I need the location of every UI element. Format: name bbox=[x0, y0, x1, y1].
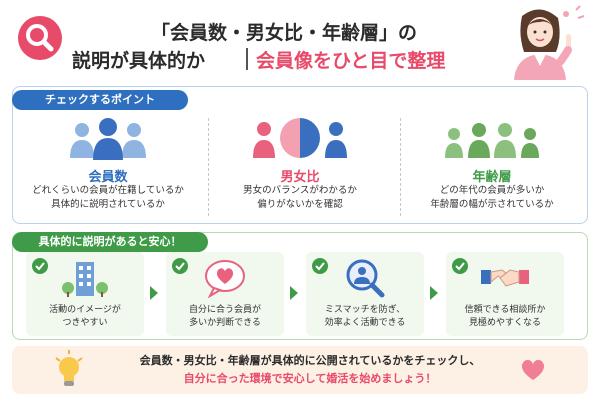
magnifier-person-icon bbox=[340, 258, 390, 298]
check-point-gender-ratio: 男女比 男女のバランスがわかるか 偏りがないかを確認 bbox=[204, 112, 396, 220]
check-points-tag: チェックするポイント bbox=[12, 90, 188, 110]
benefit-card: 活動のイメージが つきやすい bbox=[26, 252, 144, 336]
title-separator bbox=[246, 48, 248, 70]
arrow-right-icon bbox=[430, 286, 438, 300]
arrow-right-icon bbox=[290, 286, 298, 300]
check-point-desc: どれくらいの会員が在籍しているか 具体的に説明されているか bbox=[32, 185, 184, 210]
heart-icon bbox=[520, 358, 546, 382]
closing-message-line1: 会員数・男女比・年齢層が具体的に公開されているかをチェックし、 bbox=[139, 354, 481, 367]
header: 「会員数・男女比・年齢層」の 説明が具体的か 会員像をひと目で整理 bbox=[12, 5, 588, 80]
column-divider bbox=[208, 118, 209, 216]
check-point-desc: 男女のバランスがわかるか 偏りがないかを確認 bbox=[243, 185, 357, 210]
page-title-line2: 説明が具体的か bbox=[72, 50, 206, 72]
heart-bubble-icon bbox=[200, 258, 250, 299]
building-icon bbox=[60, 258, 110, 298]
check-icon bbox=[312, 258, 328, 274]
benefit-text: ミスマッチを防ぎ、 効率よく活動できる bbox=[324, 305, 406, 328]
check-icon bbox=[32, 258, 48, 274]
page-subtitle: 会員像をひと目で整理 bbox=[256, 50, 446, 72]
benefit-card: 自分に合う会員が 多いか判断できる bbox=[166, 252, 284, 336]
check-point-age-group: 年齢層 どの年代の会員が多いか 年齢層の幅が示されているか bbox=[396, 112, 588, 220]
people-group-icon bbox=[58, 116, 158, 160]
benefit-text: 信頼できる相談所か 見極めやすくなる bbox=[464, 305, 546, 328]
check-point-title: 年齢層 bbox=[472, 170, 512, 185]
handshake-icon bbox=[480, 258, 530, 298]
column-divider bbox=[400, 118, 401, 216]
benefit-card: ミスマッチを防ぎ、 効率よく活動できる bbox=[306, 252, 424, 336]
search-icon bbox=[18, 16, 62, 60]
lightbulb-icon bbox=[52, 350, 86, 390]
benefit-text: 活動のイメージが つきやすい bbox=[49, 305, 121, 328]
closing-message-line2: 自分に合った環境で安心して婚活を始めましょう！ bbox=[183, 372, 437, 385]
benefit-card: 信頼できる相談所か 見極めやすくなる bbox=[446, 252, 564, 336]
benefits-tag: 具体的に説明があると安心！ bbox=[12, 232, 208, 252]
closing-panel bbox=[12, 346, 588, 394]
check-point-member-count: 会員数 どれくらいの会員が在籍しているか 具体的に説明されているか bbox=[12, 112, 204, 220]
age-group-icon bbox=[442, 116, 542, 160]
check-point-title: 会員数 bbox=[88, 170, 128, 185]
check-point-title: 男女比 bbox=[280, 170, 320, 185]
page-title-line1: 「会員数・男女比・年齢層」の bbox=[150, 22, 417, 44]
check-icon bbox=[172, 258, 188, 274]
benefit-text: 自分に合う会員が 多いか判断できる bbox=[188, 305, 261, 328]
check-icon bbox=[452, 258, 468, 274]
arrow-right-icon bbox=[150, 286, 158, 300]
gender-ratio-icon bbox=[250, 116, 350, 160]
advisor-woman-icon bbox=[496, 4, 588, 80]
check-point-desc: どの年代の会員が多いか 年齢層の幅が示されているか bbox=[430, 185, 554, 210]
